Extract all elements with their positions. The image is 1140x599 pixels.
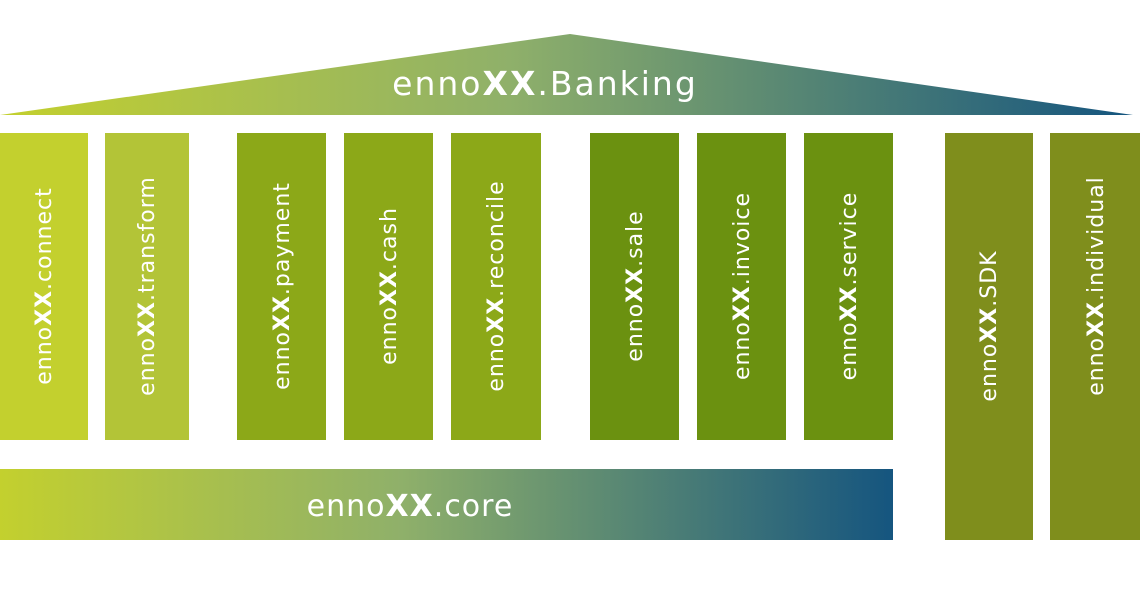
pillar-invoice <box>697 133 786 440</box>
pillar-sdk-label: ennoXX.SDK <box>977 250 1002 401</box>
pillar-cash-label: ennoXX.cash <box>377 207 402 365</box>
pillar-sale <box>590 133 679 440</box>
roof-label: ennoXX.Banking <box>392 64 698 103</box>
base-core <box>0 469 893 540</box>
pillar-sale-label: ennoXX.sale <box>623 210 648 361</box>
pillar-connect-label: ennoXX.connect <box>32 187 57 385</box>
base-core-label: ennoXX.core <box>307 489 514 524</box>
core-brand-mark: XX <box>386 489 434 524</box>
roof-brand-prefix: enno <box>392 64 482 103</box>
pillar-cash <box>344 133 433 440</box>
pillar-payment <box>237 133 326 440</box>
pillar-individual-label: ennoXX.individual <box>1084 176 1109 396</box>
pillar-connect <box>0 133 88 440</box>
roof-suffix: .Banking <box>537 64 697 103</box>
pillar-reconcile-label: ennoXX.reconcile <box>484 180 509 391</box>
pillar-invoice-label: ennoXX.invoice <box>730 192 755 380</box>
pillar-service <box>804 133 893 440</box>
pillars-group: ennoXX.connect ennoXX.transform ennoXX.p… <box>0 133 1140 540</box>
pillar-individual <box>1050 133 1140 540</box>
core-suffix: .core <box>434 489 514 524</box>
core-brand-prefix: enno <box>307 489 386 524</box>
pillar-service-label: ennoXX.service <box>837 192 862 381</box>
roof-brand-mark: XX <box>483 64 538 103</box>
pillar-transform-label: ennoXX.transform <box>135 176 160 396</box>
pillar-payment-label: ennoXX.payment <box>270 182 295 390</box>
pillar-reconcile <box>451 133 541 440</box>
roof-banking <box>0 34 1133 115</box>
pillar-transform <box>105 133 189 440</box>
pillar-sdk <box>945 133 1033 540</box>
